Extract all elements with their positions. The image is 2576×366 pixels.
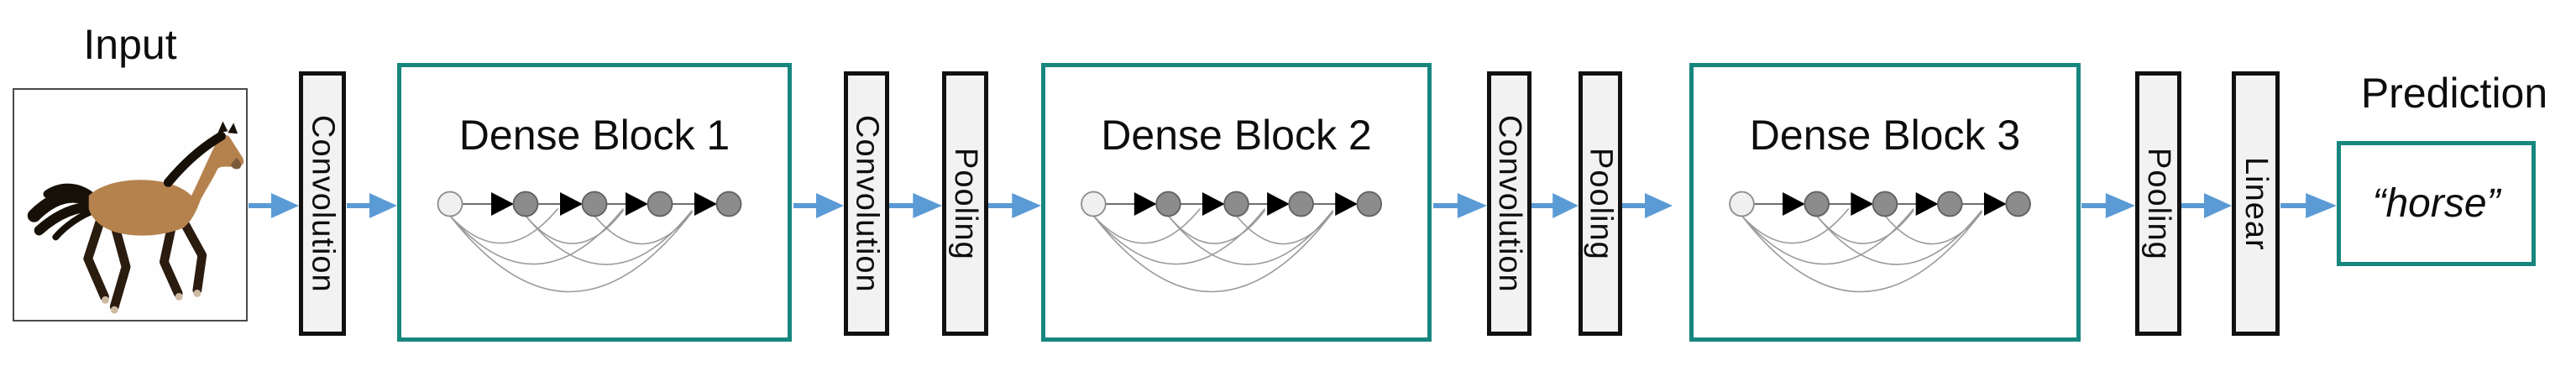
flow-arrow bbox=[1433, 193, 1487, 218]
prediction-label: Prediction bbox=[2360, 70, 2548, 117]
dense-block-2: Dense Block 2 bbox=[1041, 63, 1432, 342]
layer-box-pooling-1: Pooling bbox=[942, 71, 988, 336]
dense-connectivity-graph bbox=[1729, 191, 2031, 293]
layer-label: Linear bbox=[2238, 156, 2274, 251]
flow-arrow bbox=[2280, 193, 2337, 218]
flow-arrow bbox=[1622, 193, 1673, 218]
flow-arrow bbox=[793, 193, 844, 218]
input-label: Input bbox=[83, 21, 177, 68]
dense-connectivity-graph bbox=[1081, 191, 1383, 293]
dense-block-3: Dense Block 3 bbox=[1689, 63, 2081, 342]
layer-box-convolution-1: Convolution bbox=[299, 71, 346, 336]
dense-block-title: Dense Block 3 bbox=[1749, 112, 2021, 159]
dense-block-1: Dense Block 1 bbox=[397, 63, 792, 342]
input-image-frame bbox=[13, 88, 248, 322]
horse-image bbox=[27, 121, 244, 314]
prediction-box: “horse” bbox=[2337, 141, 2536, 266]
layer-box-convolution-3: Convolution bbox=[1487, 71, 1531, 336]
prediction-value: “horse” bbox=[2372, 181, 2500, 226]
dense-connectivity-graph bbox=[437, 191, 742, 293]
layer-label: Convolution bbox=[305, 114, 341, 293]
layer-box-pooling-3: Pooling bbox=[2135, 71, 2181, 336]
flow-arrow bbox=[347, 193, 397, 218]
layer-label: Pooling bbox=[1583, 147, 1619, 260]
flow-arrow bbox=[2181, 193, 2232, 218]
layer-box-convolution-2: Convolution bbox=[844, 71, 889, 336]
layer-box-pooling-2: Pooling bbox=[1579, 71, 1622, 336]
layer-label: Pooling bbox=[948, 147, 983, 260]
dense-block-title: Dense Block 1 bbox=[458, 112, 730, 159]
flow-arrow bbox=[889, 193, 942, 218]
layer-label: Pooling bbox=[2141, 147, 2176, 260]
layer-box-linear: Linear bbox=[2232, 71, 2280, 336]
flow-arrow bbox=[249, 193, 299, 218]
dense-block-title: Dense Block 2 bbox=[1101, 112, 1372, 159]
flow-arrow bbox=[988, 193, 1041, 218]
layer-label: Convolution bbox=[1492, 114, 1527, 293]
layer-label: Convolution bbox=[849, 114, 885, 293]
flow-arrow bbox=[1531, 193, 1579, 218]
flow-arrow bbox=[2081, 193, 2135, 218]
